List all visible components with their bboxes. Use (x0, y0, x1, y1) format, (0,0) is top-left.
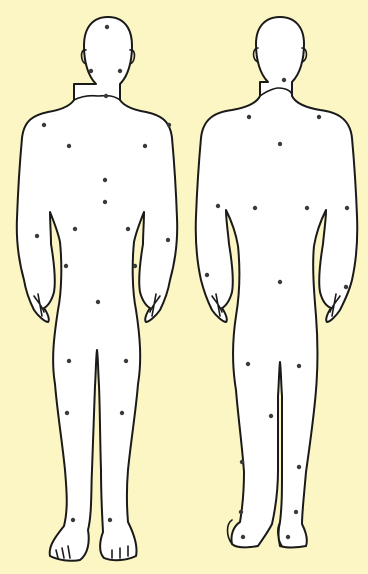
back-marker-ankle-right (294, 510, 298, 514)
back-marker-upper-back (278, 142, 282, 146)
back-marker-heel-left (241, 535, 245, 539)
front-marker-shoulder-left (42, 123, 46, 127)
front-marker-sternum (103, 178, 107, 182)
back-marker-upper-arm-right (345, 206, 349, 210)
front-marker-ankle-left (71, 518, 75, 522)
back-marker-upper-arm-left (216, 204, 220, 208)
front-marker-shoulder-right (167, 123, 171, 127)
back-marker-shoulder-left (247, 115, 251, 119)
back-marker-ankle-left (239, 510, 243, 514)
front-marker-knee-right (120, 411, 124, 415)
front-marker-forearm-left (35, 234, 39, 238)
back-marker-calf-left (240, 460, 244, 464)
back-marker-back-right (305, 206, 309, 210)
front-marker-forearm-right (166, 238, 170, 242)
back-marker-neck (282, 78, 286, 82)
back-marker-heel-right (286, 535, 290, 539)
back-marker-knee-center (269, 414, 273, 418)
front-marker-pelvis (96, 300, 100, 304)
front-marker-abdomen-right (126, 227, 130, 231)
back-marker-thigh-right (297, 364, 301, 368)
front-marker-abdomen-upper (103, 200, 107, 204)
front-marker-chest-left (67, 144, 71, 148)
front-marker-ankle-right (108, 518, 112, 522)
front-marker-thigh-right (124, 359, 128, 363)
front-marker-hip-left (64, 264, 68, 268)
back-marker-thigh-left (246, 362, 250, 366)
back-marker-lower-back (278, 280, 282, 284)
back-marker-back-left (253, 206, 257, 210)
back-marker-shoulder-right (317, 115, 321, 119)
front-marker-cheek-left (89, 69, 93, 73)
front-marker-crown (105, 25, 109, 29)
back-marker-calf-right (297, 465, 301, 469)
back-marker-forearm-right (344, 285, 348, 289)
front-marker-neck (104, 94, 108, 98)
front-marker-hip-right (133, 264, 137, 268)
back-marker-forearm-left (205, 273, 209, 277)
front-marker-knee-left (65, 411, 69, 415)
front-marker-abdomen-left (73, 227, 77, 231)
front-marker-chest-right (143, 144, 147, 148)
front-marker-cheek-right (118, 69, 122, 73)
front-marker-thigh-left (67, 359, 71, 363)
